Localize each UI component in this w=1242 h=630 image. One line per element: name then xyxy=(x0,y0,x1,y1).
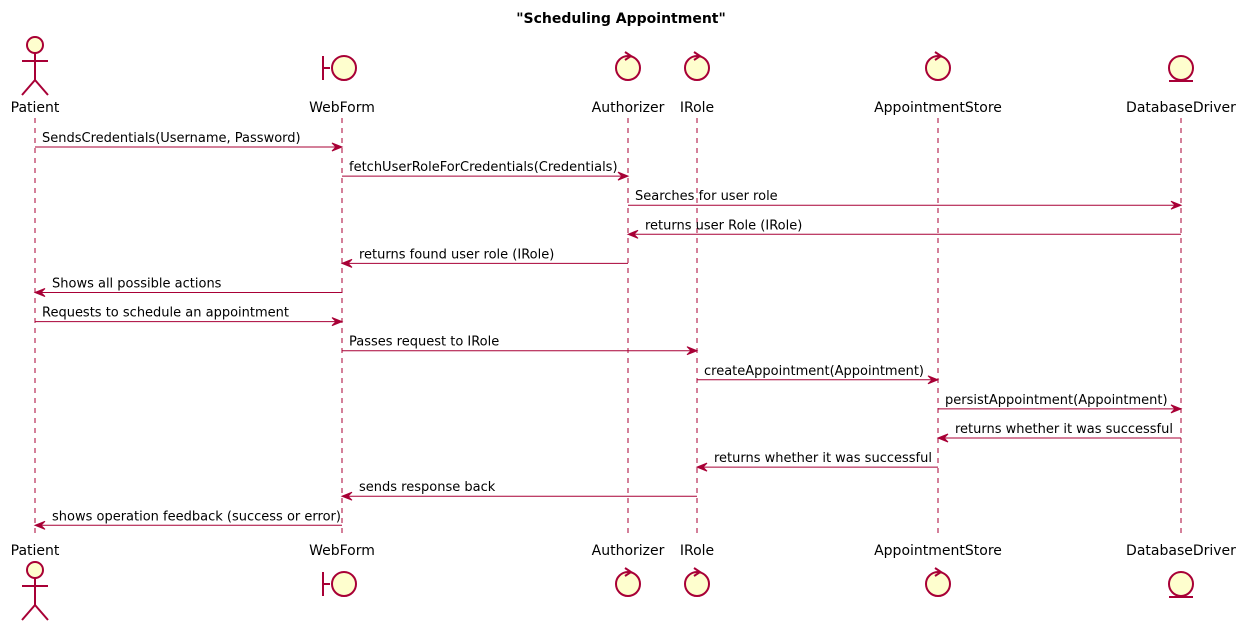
arrow-head-icon xyxy=(626,229,639,239)
participant-name: DatabaseDriver xyxy=(1126,100,1236,116)
actor-head xyxy=(26,36,44,54)
participant-name: AppointmentStore xyxy=(874,100,1002,116)
message-12: returns whether it was successful xyxy=(695,451,938,472)
message-9: createAppointment(Appointment) xyxy=(697,364,940,385)
actor-icon xyxy=(21,561,49,621)
actor-icon xyxy=(21,36,49,96)
participants: PatientPatientWebFormWebFormAuthorizerAu… xyxy=(11,36,1236,621)
diagram-title: "Scheduling Appointment" xyxy=(516,11,726,27)
control-icon xyxy=(615,567,641,597)
message-label: sends response back xyxy=(359,480,496,495)
message-7: Requests to schedule an appointment xyxy=(35,306,344,327)
participant-irole-top: IRole xyxy=(680,51,714,116)
entity-icon xyxy=(1168,571,1194,598)
actor-head xyxy=(26,561,44,579)
message-label: createAppointment(Appointment) xyxy=(704,364,924,379)
arrow-head-icon xyxy=(1170,404,1183,414)
arrow-head-icon xyxy=(331,142,344,152)
message-14: shows operation feedback (success or err… xyxy=(33,509,342,530)
participant-name: IRole xyxy=(680,100,714,116)
message-5: returns found user role (IRole) xyxy=(340,247,628,268)
participant-name: Authorizer xyxy=(592,100,665,116)
participant-patient-bottom: Patient xyxy=(11,543,60,621)
message-label: returns whether it was successful xyxy=(714,451,932,466)
arrow-head-icon xyxy=(1170,200,1183,210)
participant-authorizer-top: Authorizer xyxy=(592,51,665,116)
participant-patient-top: Patient xyxy=(11,36,60,116)
arrow-head-icon xyxy=(331,317,344,327)
message-11: returns whether it was successful xyxy=(936,422,1181,443)
control-icon xyxy=(925,567,951,597)
arrow-head-icon xyxy=(617,171,630,181)
message-1: SendsCredentials(Username, Password) xyxy=(35,131,344,152)
arrow-head-icon xyxy=(686,346,699,356)
message-label: fetchUserRoleForCredentials(Credentials) xyxy=(349,160,618,175)
message-4: returns user Role (IRole) xyxy=(626,218,1181,239)
control-icon xyxy=(615,51,641,81)
participant-name: DatabaseDriver xyxy=(1126,543,1236,559)
message-label: Passes request to IRole xyxy=(349,335,499,350)
boundary-icon xyxy=(322,55,357,81)
participant-databasedriver-bottom: DatabaseDriver xyxy=(1126,543,1236,598)
boundary-icon xyxy=(322,571,357,597)
participant-webform-bottom: WebForm xyxy=(309,543,375,597)
participant-webform-top: WebForm xyxy=(309,55,375,116)
arrow-head-icon xyxy=(927,375,940,385)
message-label: returns found user role (IRole) xyxy=(359,247,554,262)
arrow-head-icon xyxy=(340,491,353,501)
message-label: SendsCredentials(Username, Password) xyxy=(42,131,301,146)
participant-authorizer-bottom: Authorizer xyxy=(592,543,665,597)
participant-name: Authorizer xyxy=(592,543,665,559)
message-6: Shows all possible actions xyxy=(33,277,342,297)
participant-name: WebForm xyxy=(309,543,375,559)
message-label: Shows all possible actions xyxy=(52,277,222,292)
entity-icon xyxy=(1168,55,1194,82)
participant-name: Patient xyxy=(11,543,60,559)
message-label: persistAppointment(Appointment) xyxy=(945,393,1168,408)
control-icon xyxy=(684,51,710,81)
arrow-head-icon xyxy=(340,258,353,268)
message-label: Requests to schedule an appointment xyxy=(42,306,289,321)
participant-appointmentstore-top: AppointmentStore xyxy=(874,51,1002,116)
message-label: returns whether it was successful xyxy=(955,422,1173,437)
arrow-head-icon xyxy=(33,288,46,297)
participant-irole-bottom: IRole xyxy=(680,543,714,597)
message-10: persistAppointment(Appointment) xyxy=(938,393,1183,414)
participant-name: Patient xyxy=(11,100,60,116)
participant-name: IRole xyxy=(680,543,714,559)
arrow-head-icon xyxy=(695,462,708,472)
participant-name: WebForm xyxy=(309,100,375,116)
message-13: sends response back xyxy=(340,480,697,501)
control-icon xyxy=(684,567,710,597)
message-label: returns user Role (IRole) xyxy=(645,218,802,233)
control-icon xyxy=(925,51,951,81)
arrow-head-icon xyxy=(936,433,949,443)
participant-appointmentstore-bottom: AppointmentStore xyxy=(874,543,1002,597)
message-label: shows operation feedback (success or err… xyxy=(52,509,341,524)
message-8: Passes request to IRole xyxy=(342,335,699,356)
participant-name: AppointmentStore xyxy=(874,543,1002,559)
participant-databasedriver-top: DatabaseDriver xyxy=(1126,55,1236,116)
message-3: Searches for user role xyxy=(628,189,1183,210)
messages: SendsCredentials(Username, Password) fetc… xyxy=(33,131,1183,530)
lifelines xyxy=(34,118,1182,538)
arrow-head-icon xyxy=(33,520,46,530)
message-2: fetchUserRoleForCredentials(Credentials) xyxy=(342,160,630,181)
message-label: Searches for user role xyxy=(635,189,778,204)
